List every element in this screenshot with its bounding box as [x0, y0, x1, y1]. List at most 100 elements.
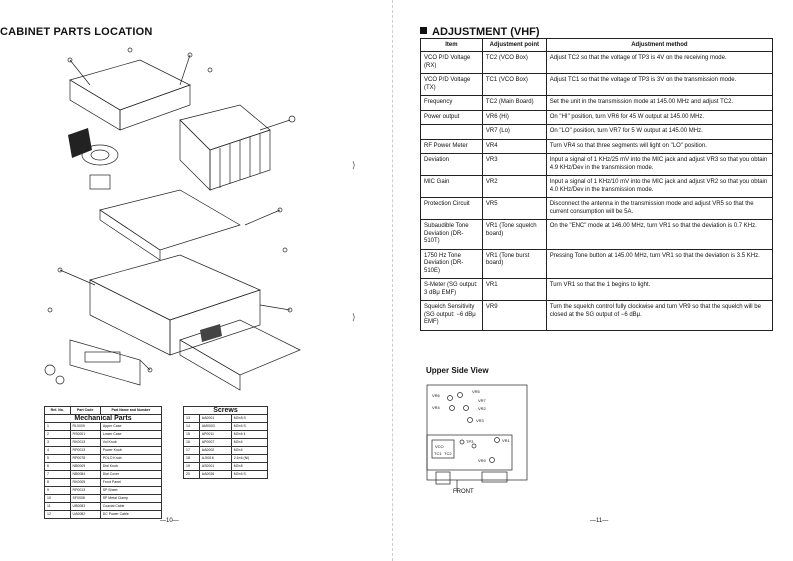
adjustment-cell: Pressing Tone button at 145.00 MHz, turn… [545, 248, 774, 279]
adjustment-cell: Turn VR1 so that the 1 begins to light. [545, 278, 774, 301]
adjustment-cell: VCO P/D Voltage (RX) [420, 51, 483, 74]
adjustment-cell: RF Power Meter [420, 138, 483, 154]
mechanical-part-cell: Power Knob [99, 446, 163, 455]
adjustment-cell: Disconnect the antenna in the transmissi… [545, 197, 774, 220]
screw-cell: AA0001 [198, 414, 232, 423]
adj-header-point: Adjustment point [481, 38, 547, 52]
adjustment-cell: Adjust TC1 so that the voltage of TP3 is… [545, 73, 774, 96]
adjustment-cell: TC2 (VCO Box) [481, 51, 547, 74]
adjustment-cell: VR1 (Tone squelch board) [481, 219, 547, 250]
adjustment-cell: Power output [420, 109, 483, 125]
adjustment-row: 1750 Hz Tone Deviation (DR-510E)VR1 (Ton… [420, 248, 774, 279]
adjustment-cell: VR4 [481, 138, 547, 154]
screw-cell: 13 [183, 414, 200, 423]
adjustment-cell: Turn VR4 so that three segments will lig… [545, 138, 774, 154]
usv-label-vr7: VR7 [478, 398, 487, 403]
usv-label-vr4: VR4 [432, 405, 441, 410]
mechanical-part-cell: SP Metal Clamp [99, 494, 163, 503]
mechanical-part-cell: 7 [44, 470, 71, 479]
adjustment-cell: VCO P/D Voltage (TX) [420, 73, 483, 96]
screw-cell: 18 [183, 454, 200, 463]
mechanical-part-cell: Coaxial Cable [99, 502, 163, 511]
screw-cell: M3×6 S [230, 422, 269, 431]
adjustment-cell: Protection Circuit [420, 197, 483, 220]
adjustment-table: Item Adjustment point Adjustment method … [420, 38, 774, 331]
adjustment-cell: Input a signal of 1 KHz/25 mV into the M… [545, 153, 774, 176]
screw-cell: M3×4 [230, 438, 269, 447]
mechanical-part-cell: Front Panel [99, 478, 163, 487]
adjustment-cell: Set the unit in the transmission mode at… [545, 95, 774, 111]
adjustment-cell: VR5 [481, 197, 547, 220]
adjustment-cell: On "HI" position, turn VR6 for 45 W outp… [545, 109, 774, 125]
mechanical-parts-table: Ref. No. Part Code Part Name and Number … [44, 406, 163, 519]
left-page: CABINET PARTS LOCATION [0, 0, 392, 561]
mechanical-part-cell: RL0009 [69, 422, 101, 431]
adjustment-cell: MIC Gain [420, 175, 483, 198]
adjustment-row: Squelch Sensitivity (SG output: −6 dBμ E… [420, 300, 774, 331]
exploded-view-diagram [44, 47, 301, 391]
mechanical-part-cell: 12 [44, 510, 71, 519]
mechanical-part-cell: Lower Case [99, 430, 163, 439]
adjustment-cell: VR1 (Tone burst board) [481, 248, 547, 279]
right-page-title-text: ADJUSTMENT (VHF) [432, 26, 540, 38]
screws-title: Screws [183, 406, 268, 415]
screw-cell: 14 [183, 422, 200, 431]
mechanical-part-cell: 5 [44, 454, 71, 463]
adjustment-cell: TC2 (Main Board) [481, 95, 547, 111]
screw-cell: M3×8 S [230, 414, 269, 423]
mechanical-part-cell: RS0001 [69, 430, 101, 439]
screw-cell: AP0011 [198, 430, 232, 439]
screw-cell: 15 [183, 430, 200, 439]
usv-label-vco: VCO [435, 444, 444, 449]
adjustment-row: Subaudible Tone Deviation (DR-510T)VR1 (… [420, 219, 774, 250]
screw-cell: AS0001 [198, 462, 232, 471]
mechanical-parts-title: Mechanical Parts [44, 414, 162, 423]
adjustment-cell: 1750 Hz Tone Deviation (DR-510E) [420, 248, 483, 279]
mechanical-part-cell: POLO Knob [99, 454, 163, 463]
adjustment-cell: On the "ENC" mode at 146.00 MHz, turn VR… [545, 219, 774, 250]
screw-cell: 20 [183, 470, 200, 479]
mechanical-part-cell: SP Sheet [99, 486, 163, 495]
mechanical-header-code: Part Code [69, 406, 101, 415]
upper-side-view-title: Upper Side View [426, 366, 489, 375]
screw-cell: M3×8 [230, 462, 269, 471]
adj-header-method: Adjustment method [545, 38, 774, 52]
adjustment-cell: VR6 (Hi) [481, 109, 547, 125]
adjustment-cell: Frequency [420, 95, 483, 111]
mechanical-part-cell: 6 [44, 462, 71, 471]
usv-label-vr5: VR5 [472, 389, 481, 394]
mechanical-part-cell: 10 [44, 494, 71, 503]
adjustment-row: VCO P/D Voltage (TX)TC1 (VCO Box)Adjust … [420, 73, 774, 96]
screw-cell: AA0026 [198, 470, 232, 479]
adjustment-cell [420, 124, 483, 140]
adjustment-cell: On "LO" position, turn VR7 for 5 W outpu… [545, 124, 774, 140]
mechanical-part-cell: RK0005 [69, 478, 101, 487]
mechanical-part-cell: 9 [44, 486, 71, 495]
usv-label-tp3: TP3 [466, 439, 474, 444]
bullet-square-icon [420, 27, 427, 34]
screw-cell: AM0003 [198, 422, 232, 431]
mechanical-part-cell: NB0009 [69, 462, 101, 471]
mechanical-part-cell: Dial Cover [99, 470, 163, 479]
mechanical-part-cell: 11 [44, 502, 71, 511]
mechanical-part-cell: 8 [44, 478, 71, 487]
adjustment-cell: VR1 [481, 278, 547, 301]
adjustment-cell: VR3 [481, 153, 547, 176]
screw-cell: M3×6 4 [230, 430, 269, 439]
